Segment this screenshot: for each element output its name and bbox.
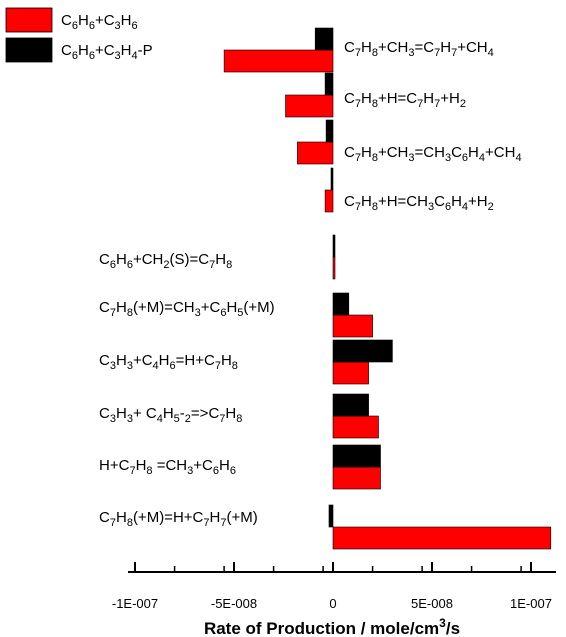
bar-c6h6-c3h4p-10 [328, 504, 334, 528]
reaction-label-10: C7H8(+M)=H+C7H7(+M) [99, 509, 258, 529]
reaction-label-5: C6H6+CH2(S)=C7H8 [99, 251, 232, 271]
x-tick-label: 5E-008 [411, 596, 453, 611]
x-tick-label: 0 [329, 596, 336, 611]
bar-c6h6-c3h4p-8 [332, 393, 369, 417]
reaction-label-6: C7H8(+M)=CH3+C6H5(+M) [99, 299, 275, 319]
x-tick-label: -5E-008 [211, 596, 257, 611]
reaction-label-8: C3H3+ C4H5-2=>C7H8 [99, 405, 242, 425]
legend-label-1: C6H6+C3H6 [61, 12, 138, 32]
reaction-labels: C7H8+CH3=C7H7+CH4C7H8+H=C7H7+H2C7H8+CH3=… [99, 39, 522, 529]
reaction-label-3: C7H8+CH3=CH3C6H4+CH4 [344, 144, 522, 164]
bar-c6h6-c3h4p-5 [332, 234, 336, 258]
bar-c6h6-c3h6-2 [285, 94, 334, 118]
legend-swatch-1 [5, 7, 53, 33]
bar-c6h6-c3h4p-1 [314, 27, 334, 51]
reaction-label-1: C7H8+CH3=C7H7+CH4 [344, 39, 494, 59]
x-axis-title: Rate of Production / mole/cm3/s [204, 616, 460, 637]
bar-c6h6-c3h6-1 [223, 49, 334, 73]
bar-c6h6-c3h6-6 [332, 314, 373, 338]
bar-c6h6-c3h4p-7 [332, 339, 393, 363]
bar-c6h6-c3h4p-6 [332, 292, 350, 316]
bar-c6h6-c3h4p-9 [332, 444, 381, 468]
legend-swatch-2 [5, 37, 53, 63]
bar-c6h6-c3h6-7 [332, 361, 369, 385]
reaction-label-4: C7H8+H=CH3C6H4+H2 [344, 193, 494, 213]
x-tick-label: -1E-007 [112, 596, 158, 611]
legend-label-2: C6H6+C3H4-P [61, 42, 153, 62]
bar-c6h6-c3h6-3 [297, 141, 334, 165]
bar-c6h6-c3h6-9 [332, 466, 381, 490]
reaction-label-2: C7H8+H=C7H7+H2 [344, 90, 466, 110]
bar-c6h6-c3h6-10 [332, 526, 552, 550]
bar-c6h6-c3h6-8 [332, 415, 379, 439]
bar-c6h6-c3h4p-3 [325, 119, 334, 143]
reaction-label-7: C3H3+C4H6=H+C7H8 [99, 352, 238, 372]
bar-c6h6-c3h4p-2 [324, 72, 334, 96]
bar-c6h6-c3h6-5 [332, 256, 336, 280]
bars [223, 27, 552, 550]
bar-c6h6-c3h4p-4 [330, 167, 334, 191]
x-tick-label: 1E-007 [510, 596, 552, 611]
bar-c6h6-c3h6-4 [324, 189, 334, 213]
reaction-label-9: H+C7H8 =CH3+C6H6 [99, 457, 236, 477]
